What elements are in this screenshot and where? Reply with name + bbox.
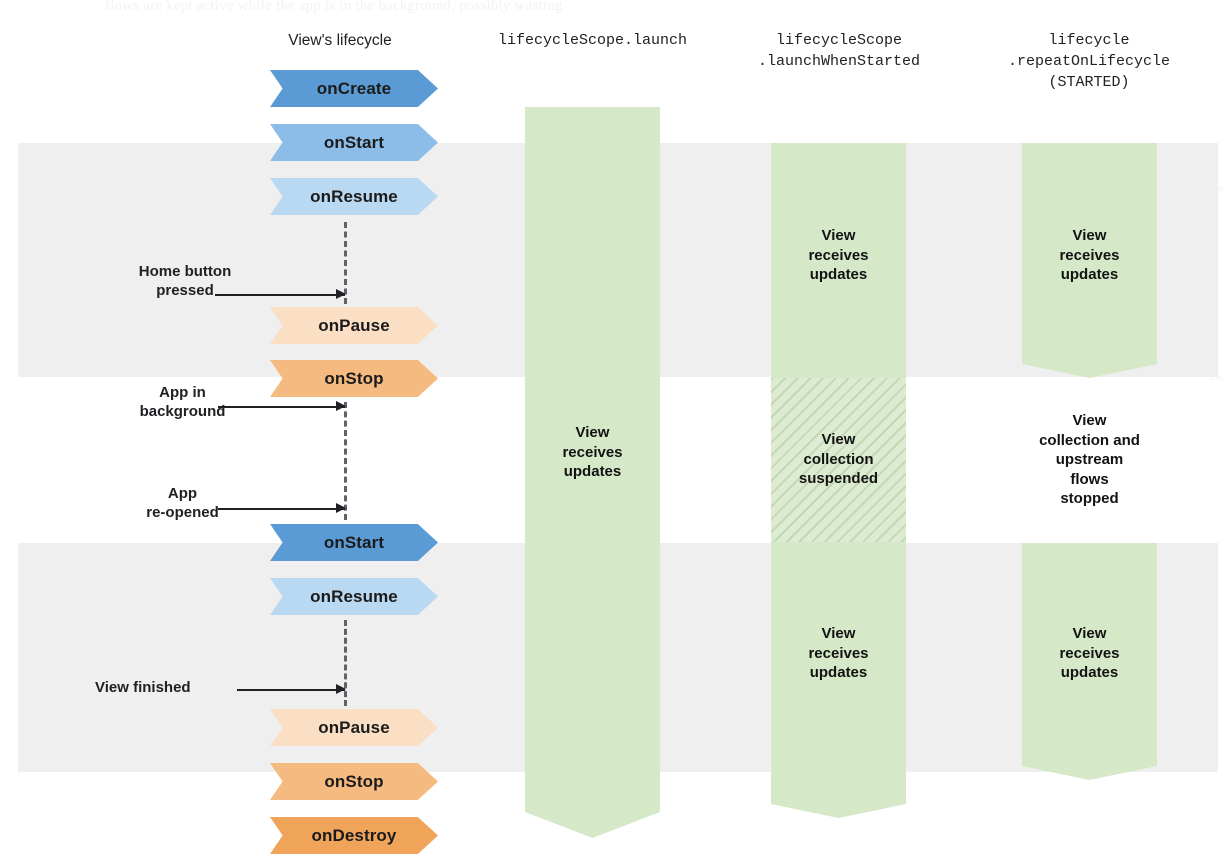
column-header-view-lifecycle: View's lifecycle: [288, 32, 392, 49]
lifecycle-chevron-onstop: onStop: [270, 360, 438, 397]
annotation-home-button-pressed: Home button pressed: [138, 263, 232, 299]
column-header-launch-when-started: lifecycleScope .launchWhenStarted: [757, 32, 921, 70]
annotation-arrow-home-button-pressed: [215, 289, 346, 300]
flow-label-lws-collection-suspended: View collection suspended: [798, 431, 879, 487]
lifecycle-chevron-onresume-2: onResume: [270, 578, 438, 615]
lifecycle-chevron-label: onPause: [318, 717, 390, 737]
flow-label-launch-receives-updates: View receives updates: [562, 424, 623, 480]
flow-label-rol-receives-updates-2: View receives updates: [1059, 625, 1120, 681]
flow-bar-launch-when-started-active-2: [771, 542, 906, 818]
flow-label-lws-receives-updates-1: View receives updates: [808, 227, 869, 283]
lifecycle-chevron-onstart-2: onStart: [270, 524, 438, 561]
lifecycle-chevron-onpause-2: onPause: [270, 709, 438, 746]
arrow-head: [336, 684, 346, 694]
lifecycle-chevron-label: onDestroy: [311, 825, 397, 845]
arrow-head: [336, 503, 346, 513]
arrow-shaft: [218, 508, 345, 510]
lifecycle-chevron-label: onResume: [310, 586, 398, 606]
lifecycle-chevron-label: onStop: [324, 771, 384, 791]
lifecycle-chevron-onstop-2: onStop: [270, 763, 438, 800]
flow-bar-launch-when-started-active-1: [771, 143, 906, 378]
annotation-arrow-view-finished: [237, 684, 346, 695]
flow-bar-repeat-on-lifecycle-active-1: [1022, 143, 1157, 378]
lifecycle-chevron-ondestroy: onDestroy: [270, 817, 438, 854]
lifecycle-chevron-onresume: onResume: [270, 178, 438, 215]
column-header-repeat-on-lifecycle: lifecycle .repeatOnLifecycle (STARTED): [1007, 32, 1171, 91]
flow-label-rol-flows-stopped: View collection and upstream flows stopp…: [1039, 412, 1140, 507]
flow-label-rol-receives-updates-1: View receives updates: [1059, 227, 1120, 283]
arrow-head: [336, 401, 346, 411]
lifecycle-dashed-line-3: [344, 620, 347, 706]
flow-bar-lifecycle-scope-launch: [525, 107, 660, 838]
annotation-arrow-app-in-background: [218, 401, 346, 412]
annotation-app-in-background: App in background: [139, 384, 226, 420]
arrow-shaft: [215, 294, 345, 296]
flow-label-lws-receives-updates-2: View receives updates: [808, 625, 869, 681]
lifecycle-chevron-onpause: onPause: [270, 307, 438, 344]
lifecycle-chevron-label: onResume: [310, 186, 398, 206]
arrow-shaft: [237, 689, 345, 691]
lifecycle-chevron-label: onStart: [323, 132, 385, 152]
lifecycle-chevron-oncreate: onCreate: [270, 70, 438, 107]
lifecycle-chevron-onstart: onStart: [270, 124, 438, 161]
arrow-head: [336, 289, 346, 299]
flow-bar-launch-when-started-suspended: [771, 378, 906, 542]
annotation-view-finished: View finished: [95, 679, 191, 696]
lifecycle-chevron-label: onStop: [324, 368, 384, 388]
column-header-lifecycle-scope-launch: lifecycleScope.launch: [497, 32, 688, 49]
lifecycle-chevron-label: onStart: [323, 532, 385, 552]
ghost-text-top: flows are kept active while the app is i…: [105, 0, 563, 14]
lifecycle-dashed-line-2: [344, 402, 347, 520]
lifecycle-chevron-label: onPause: [318, 315, 390, 335]
lifecycle-dashed-line-1: [344, 222, 347, 304]
lifecycle-chevron-label: onCreate: [316, 78, 392, 98]
flow-bar-repeat-on-lifecycle-active-2: [1022, 543, 1157, 780]
arrow-shaft: [218, 406, 345, 408]
annotation-arrow-app-re-opened: [218, 503, 346, 514]
annotation-app-re-opened: App re-opened: [146, 485, 219, 521]
